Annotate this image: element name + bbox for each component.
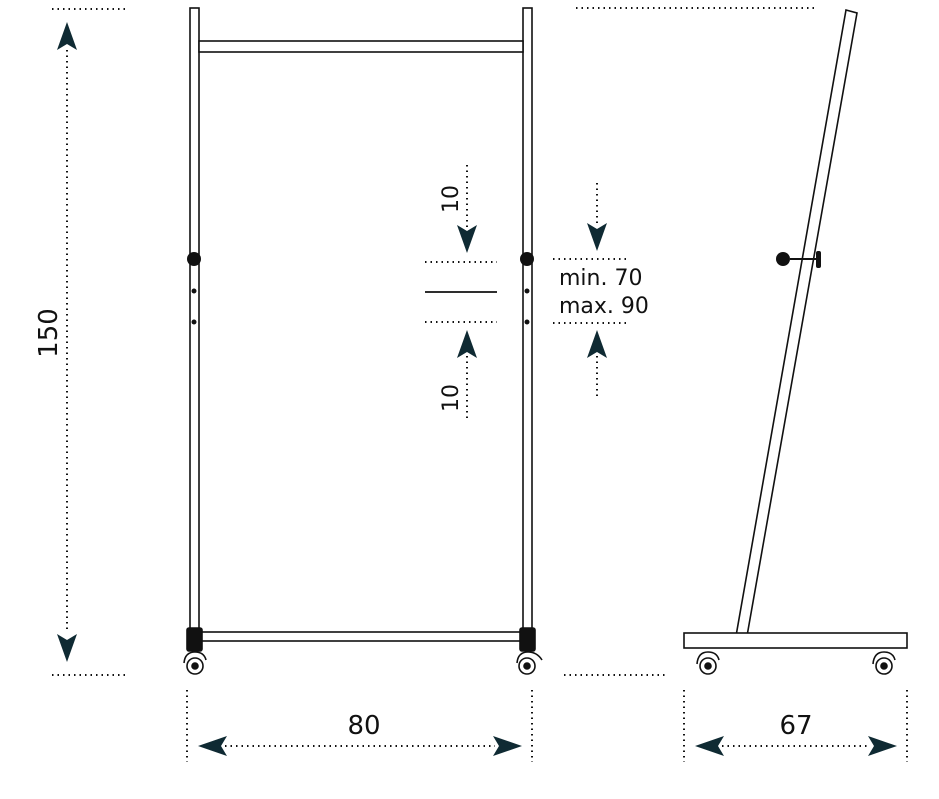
front-casters	[183, 651, 543, 675]
front-view	[186, 7, 536, 652]
top-rail	[198, 40, 524, 53]
max-label: max. 90	[559, 294, 649, 319]
hole-marker	[524, 288, 530, 294]
width-dimension: 80	[186, 690, 533, 762]
inclined-post	[735, 8, 858, 637]
width-label: 80	[347, 711, 380, 741]
bottom-rail	[198, 631, 524, 642]
upper-offset-label: 10	[439, 185, 464, 213]
height-dimension: 150	[34, 8, 128, 676]
knob-icon	[187, 252, 201, 266]
min-label: min. 70	[559, 266, 642, 291]
arrow-right-icon	[493, 736, 522, 756]
caster-icon	[516, 651, 543, 675]
arrow-left-icon	[198, 736, 227, 756]
right-foot	[519, 627, 536, 652]
arrow-left-icon	[695, 736, 724, 756]
arrow-down-icon	[587, 223, 607, 251]
hole-marker	[524, 319, 530, 325]
arrow-up-icon	[457, 330, 477, 358]
hole-marker	[191, 319, 197, 325]
base-plate	[683, 632, 908, 649]
arrow-down-icon	[57, 634, 77, 662]
offset-detail: 10 10	[425, 165, 497, 418]
arrow-right-icon	[868, 736, 897, 756]
hole-marker	[191, 288, 197, 294]
arrow-up-icon	[57, 22, 77, 50]
lower-offset-label: 10	[439, 384, 464, 412]
depth-dimension: 67	[683, 690, 908, 762]
front-adjusters	[187, 252, 534, 325]
left-foot	[186, 627, 203, 652]
knob-icon	[520, 252, 534, 266]
height-label: 150	[34, 308, 64, 358]
side-view	[564, 7, 908, 676]
caster-icon	[696, 651, 720, 675]
knob-washer	[816, 251, 821, 268]
caster-icon	[183, 651, 207, 675]
arrow-up-icon	[587, 330, 607, 358]
arrow-down-icon	[457, 225, 477, 253]
knob-icon	[776, 252, 790, 266]
depth-label: 67	[779, 711, 812, 741]
adjustment-range: min. 70 max. 90	[553, 183, 649, 398]
side-casters	[696, 651, 896, 675]
caster-icon	[872, 651, 896, 675]
